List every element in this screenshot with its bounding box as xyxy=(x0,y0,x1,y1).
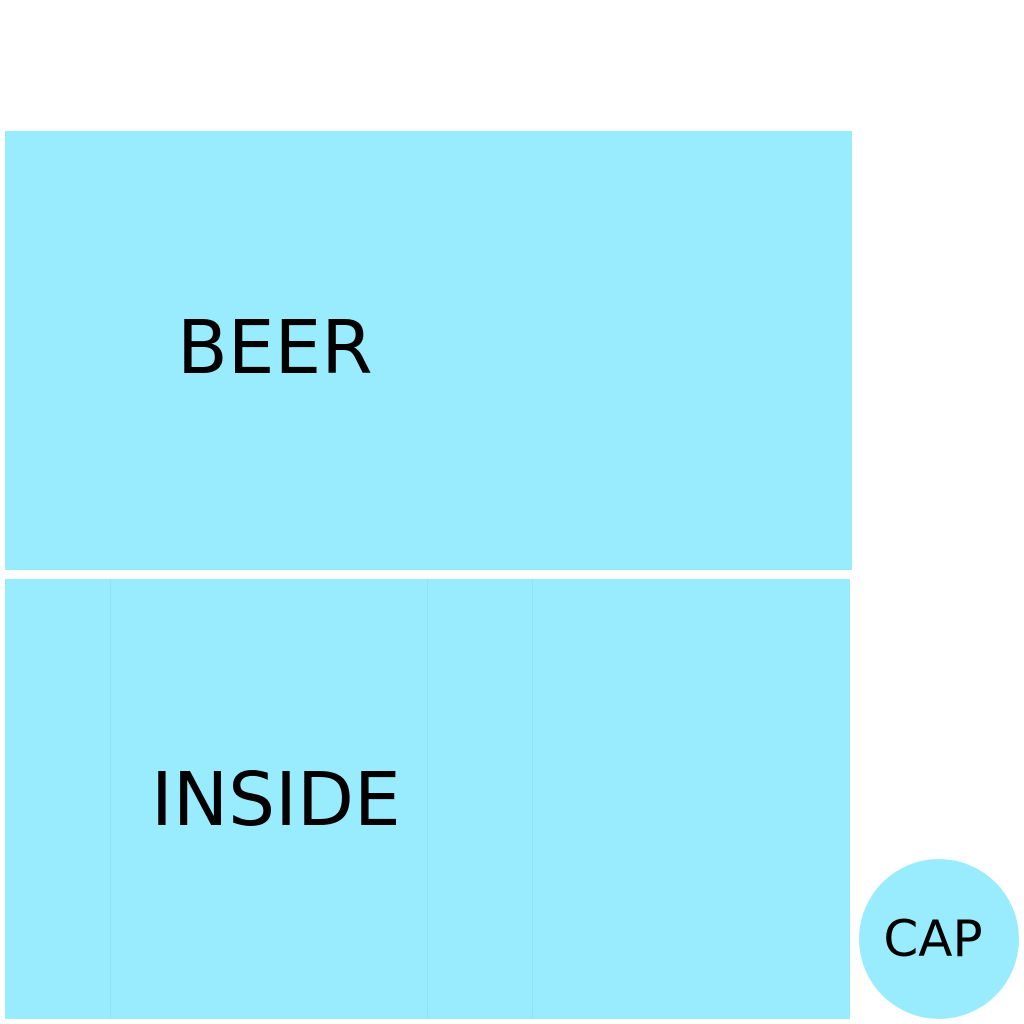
beer-label: BEER xyxy=(177,305,373,391)
inside-panel: INSIDE xyxy=(5,579,850,1019)
beer-panel: BEER xyxy=(5,131,852,570)
cap-circle: CAP xyxy=(859,859,1019,1019)
inside-label: INSIDE xyxy=(151,757,401,843)
inside-panel-divider xyxy=(532,579,533,1019)
inside-panel-divider xyxy=(110,579,111,1019)
inside-panel-divider xyxy=(427,579,428,1019)
cap-label: CAP xyxy=(883,910,983,968)
